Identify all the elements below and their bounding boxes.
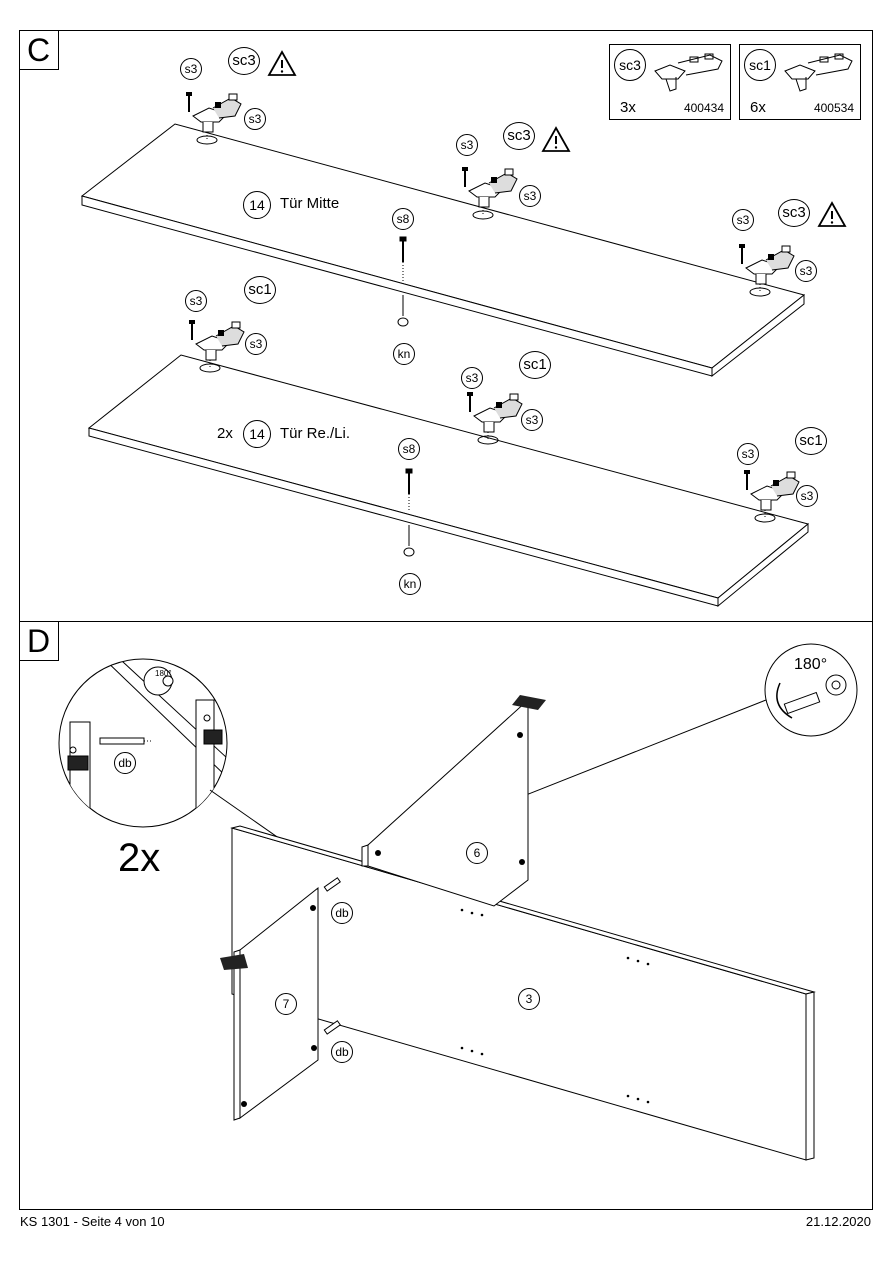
label-db: db — [331, 902, 353, 924]
label-s3: s3 — [245, 333, 267, 355]
label-s3: s3 — [796, 485, 818, 507]
label-s3: s3 — [519, 185, 541, 207]
label-kn: kn — [399, 573, 421, 595]
part-qty: 3x — [620, 99, 636, 116]
section-divider — [19, 621, 873, 622]
label-s3: s3 — [461, 367, 483, 389]
multiplier-2x: 2x — [118, 836, 161, 880]
footer-date: 21.12.2020 — [805, 1214, 871, 1229]
label-sc3: sc3 — [778, 199, 810, 227]
part-number-6: 6 — [466, 842, 488, 864]
hinge-icon — [654, 53, 723, 92]
part-code: sc1 — [744, 49, 776, 81]
part-number-7: 7 — [275, 993, 297, 1015]
label-s3: s3 — [795, 260, 817, 282]
part-article: 400534 — [813, 101, 854, 115]
rotation-small-label: 180° — [155, 669, 172, 678]
label-s3: s3 — [185, 290, 207, 312]
label-sc1: sc1 — [795, 427, 827, 455]
part-box-sc1: sc1 6x 400534 — [739, 44, 861, 120]
label-s3: s3 — [521, 409, 543, 431]
rotation-label: 180° — [794, 656, 828, 673]
page-frame — [19, 30, 873, 1210]
part-box-sc3: sc3 3x 400434 — [609, 44, 731, 120]
section-d-label: D — [19, 621, 59, 661]
door-middle-caption: Tür Mitte — [280, 195, 340, 212]
part-number: 14 — [243, 420, 271, 448]
label-s8: s8 — [398, 438, 420, 460]
label-s3: s3 — [244, 108, 266, 130]
label-sc1: sc1 — [244, 276, 276, 304]
label-sc1: sc1 — [519, 351, 551, 379]
label-s8: s8 — [392, 208, 414, 230]
part-code: sc3 — [614, 49, 646, 81]
label-sc3: sc3 — [228, 47, 260, 75]
part-article: 400434 — [683, 101, 724, 115]
label-sc3: sc3 — [503, 122, 535, 150]
part-number-3: 3 — [518, 988, 540, 1010]
part-number: 14 — [243, 191, 271, 219]
hinge-icon — [784, 53, 853, 92]
door-side-prefix: 2x — [217, 425, 233, 442]
label-s3: s3 — [456, 134, 478, 156]
label-db: db — [331, 1041, 353, 1063]
label-kn: kn — [393, 343, 415, 365]
label-s3: s3 — [737, 443, 759, 465]
door-side-caption: Tür Re./Li. — [280, 425, 351, 442]
footer-doc-info: KS 1301 - Seite 4 von 10 — [20, 1214, 165, 1229]
label-s3: s3 — [732, 209, 754, 231]
label-s3: s3 — [180, 58, 202, 80]
section-c-label: C — [19, 30, 59, 70]
label-db: db — [114, 752, 136, 774]
part-qty: 6x — [750, 99, 766, 116]
